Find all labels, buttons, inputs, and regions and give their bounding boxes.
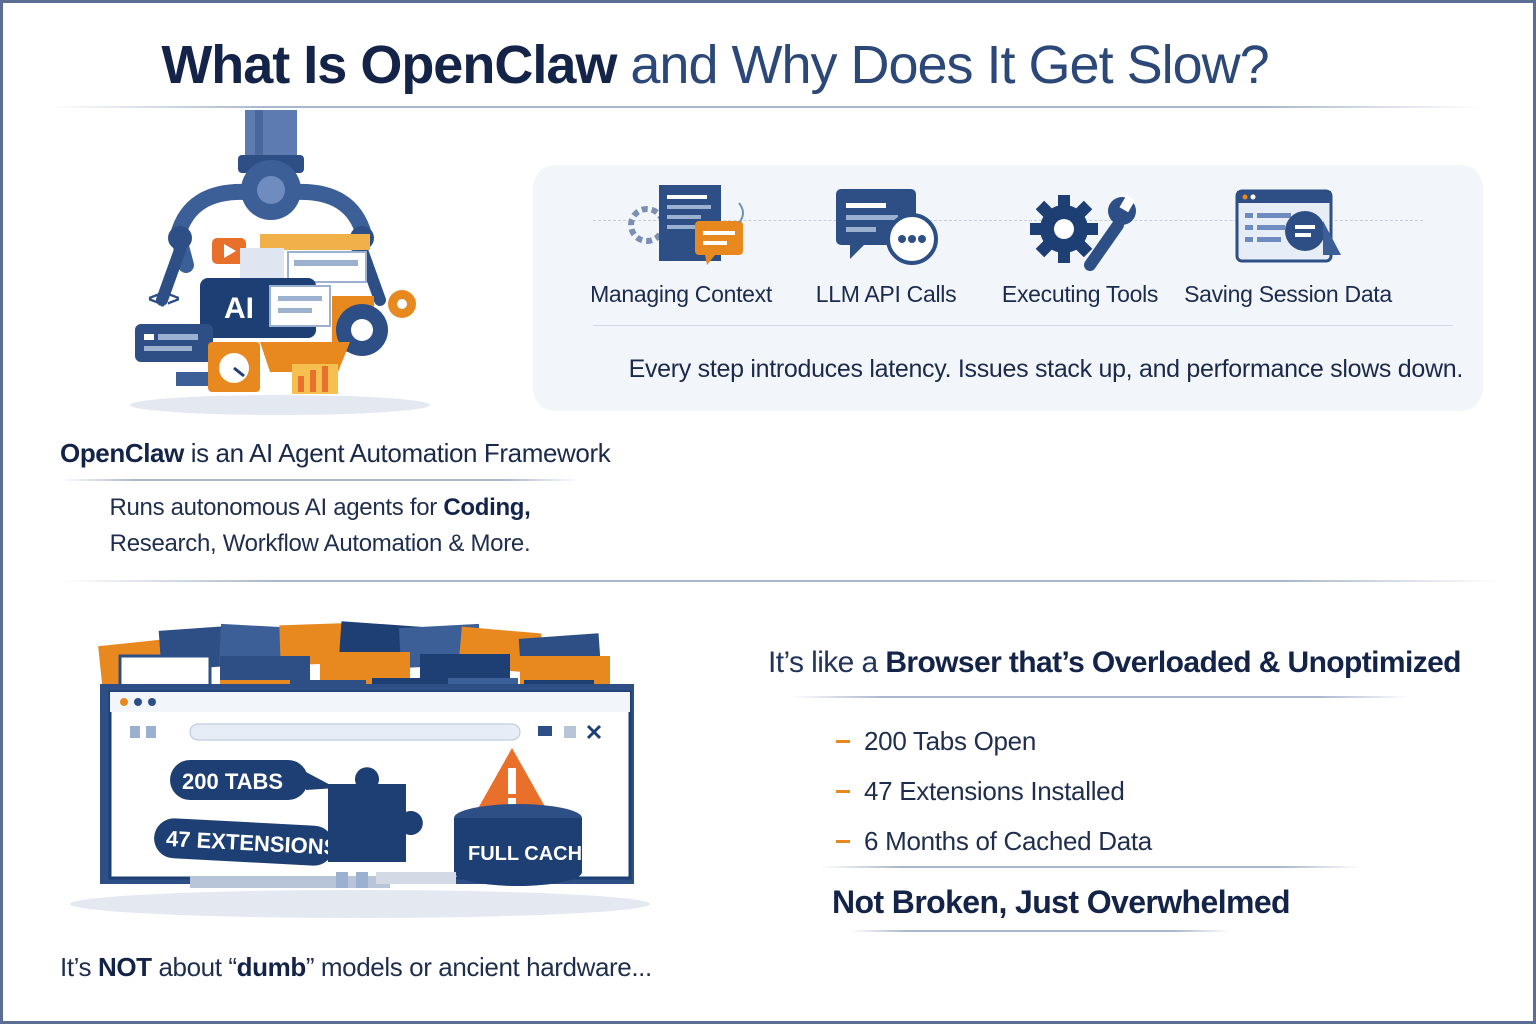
full-cache-icon: FULL CACHE	[454, 804, 595, 886]
tabs-badge-text: 200 TABS	[182, 769, 283, 794]
list-item: 6 Months of Cached Data	[836, 816, 1152, 866]
title-divider	[50, 106, 1480, 108]
workflow-steps-panel: Managing Context LLM API Calls	[533, 165, 1483, 411]
step-label: Executing Tools	[1001, 281, 1159, 307]
list-item-text: 6 Months of Cached Data	[864, 825, 1152, 856]
puzzle-piece-icon	[328, 767, 423, 862]
dash-bullet	[836, 739, 850, 743]
browser-analogy-heading: It’s like a Browser that’s Overloaded & …	[768, 646, 1462, 680]
step-saving-session-data: Saving Session Data	[1183, 181, 1393, 308]
analogy-bold-text: Browser that’s Overloaded & Unoptimized	[885, 646, 1461, 679]
dash-bullet	[836, 839, 850, 843]
description-divider	[60, 479, 580, 481]
dash-bullet	[836, 789, 850, 793]
openclaw-desc-text: is an AI Agent Automation Framework	[183, 438, 611, 468]
session-window-icon	[1235, 189, 1341, 263]
use-case-coding: Coding,	[443, 494, 531, 521]
step-managing-context: Managing Context	[576, 181, 786, 308]
use-case-research: Research, Workflow Automation	[109, 530, 443, 557]
extensions-count-badge: 47 EXTENSIONS	[154, 818, 339, 866]
step-label: LLM API Calls	[815, 281, 957, 307]
use-case-more: & More.	[442, 530, 531, 557]
footer-text-b: NOT	[97, 952, 152, 982]
footer-text-d: dumb	[236, 952, 307, 982]
overload-list: 200 Tabs Open 47 Extensions Installed 6 …	[836, 716, 1152, 866]
list-item: 47 Extensions Installed	[836, 766, 1152, 816]
gear-wrench-icon	[1030, 195, 1136, 271]
ai-badge-text: AI	[224, 292, 254, 325]
step-label: Managing Context	[590, 281, 772, 307]
list-item: 200 Tabs Open	[836, 716, 1152, 766]
conclusion-text: Not Broken, Just Overwhelmed	[832, 884, 1291, 920]
list-item-text: 200 Tabs Open	[864, 725, 1036, 756]
panel-divider	[593, 325, 1453, 326]
latency-note: Every step introduces latency. Issues st…	[628, 355, 1464, 383]
steps-connector-line	[593, 220, 1423, 221]
conclusion-underline	[850, 930, 1230, 932]
list-divider	[820, 866, 1360, 868]
cache-label-text: FULL CACHE	[468, 843, 595, 865]
use-cases-text: Runs autonomous AI agents for	[109, 494, 444, 521]
analogy-divider	[790, 696, 1410, 698]
overloaded-browser-illustration: 200 TABS 47 EXTENSIONS FULL CACHE	[70, 621, 650, 918]
page-title: What Is OpenClaw and Why Does It Get Slo…	[161, 35, 1269, 95]
step-llm-api-calls: LLM API Calls	[781, 181, 991, 308]
chat-api-icon	[836, 189, 938, 265]
step-label: Saving Session Data	[1184, 281, 1392, 307]
openclaw-use-cases: Runs autonomous AI agents for Coding,Res…	[60, 490, 580, 562]
footer-text-c: about “	[151, 952, 237, 982]
openclaw-description: OpenClaw is an AI Agent Automation Frame…	[60, 438, 611, 469]
context-docs-icon	[628, 185, 744, 265]
openclaw-name: OpenClaw	[60, 438, 184, 468]
warning-icon	[476, 748, 548, 812]
list-item-text: 47 Extensions Installed	[864, 775, 1125, 806]
step-executing-tools: Executing Tools	[975, 181, 1185, 308]
analogy-lead-text: It’s like a	[768, 646, 886, 679]
tabs-count-badge: 200 TABS	[170, 760, 336, 800]
openclaw-claw-illustration: </> AI	[130, 110, 430, 415]
section-divider	[60, 580, 1500, 582]
footer-text-e: ” models or ancient hardware...	[305, 952, 652, 982]
footer-note: It’s NOT about “dumb” models or ancient …	[60, 952, 652, 983]
code-tag-icon: </>	[148, 286, 180, 311]
footer-text-a: It’s	[60, 952, 98, 982]
